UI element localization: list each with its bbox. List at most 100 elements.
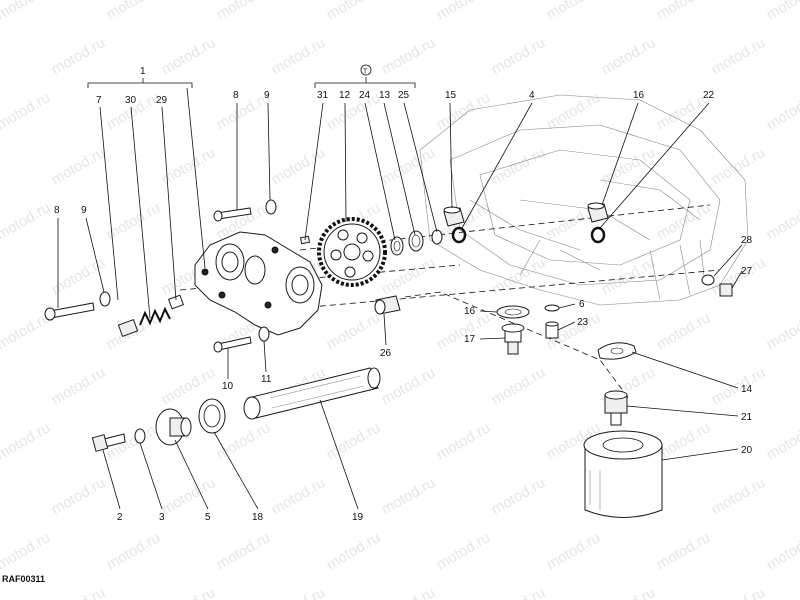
nipple-21 xyxy=(604,390,628,426)
watermark-text: motod.ru xyxy=(214,0,274,23)
relief-spring xyxy=(139,306,171,326)
watermark-text: motod.ru xyxy=(764,0,800,23)
bolt-8-upper xyxy=(213,207,252,222)
watermark-text: motod.ru xyxy=(709,254,769,298)
callout-2: 2 xyxy=(117,512,123,523)
bolt-8-left xyxy=(44,302,95,321)
watermark-text: motod.ru xyxy=(489,364,549,408)
relief-plug xyxy=(117,318,139,338)
washer-9-upper xyxy=(265,199,277,215)
watermark-text: motod.ru xyxy=(324,0,384,23)
watermark-text: motod.ru xyxy=(709,474,769,518)
callout-29: 29 xyxy=(156,95,168,106)
callout-24: 24 xyxy=(359,90,371,101)
callout-27: 27 xyxy=(741,266,753,277)
callout-16: 16 xyxy=(464,306,476,317)
watermark-text: motod.ru xyxy=(0,419,53,463)
engine-block-outline xyxy=(419,94,749,306)
o-ring-22 xyxy=(590,226,606,244)
callout-15-left: 15 xyxy=(445,90,457,101)
screw-27 xyxy=(719,283,733,297)
watermark-text: motod.ru xyxy=(49,474,109,518)
watermark-text: motod.ru xyxy=(379,364,439,408)
callout-3: 3 xyxy=(159,512,165,523)
watermark-text: motod.ru xyxy=(709,34,769,78)
watermark-text: motod.ru xyxy=(434,0,494,23)
watermark-text: motod.ru xyxy=(324,529,384,573)
relief-piston xyxy=(168,294,184,310)
callout-8-top: 8 xyxy=(233,90,239,101)
callout-13: 13 xyxy=(379,90,391,101)
watermark-text: motod.ru xyxy=(324,89,384,133)
screw-23 xyxy=(545,321,559,339)
watermark-text: motod.ru xyxy=(379,34,439,78)
callout-14: 14 xyxy=(741,384,753,395)
oil-pump-body xyxy=(194,231,323,336)
callout-6: 6 xyxy=(579,299,585,310)
callout-10: 10 xyxy=(222,381,234,392)
watermark-text: motod.ru xyxy=(434,529,494,573)
watermark-text: motod.ru xyxy=(764,199,800,243)
watermark-text: motod.ru xyxy=(544,529,604,573)
callout-17: 17 xyxy=(464,334,476,345)
drain-screw xyxy=(91,433,126,452)
drawing-code: RAF00311 xyxy=(2,574,45,584)
watermark-text: motod.ru xyxy=(0,0,53,23)
watermark-text: motod.ru xyxy=(324,419,384,463)
circlip-25 xyxy=(431,229,443,245)
bushing-15-right xyxy=(587,202,609,223)
circlip-24 xyxy=(390,236,404,256)
watermark-text: motod.ru xyxy=(49,144,109,188)
watermark-text: motod.ru xyxy=(379,254,439,298)
watermark-text: motod.ru xyxy=(159,584,219,600)
callout-15-right: 16 xyxy=(633,90,645,101)
callout-30: 30 xyxy=(125,95,137,106)
group-bracket-t xyxy=(314,77,416,88)
leader-lines xyxy=(57,87,743,510)
callout-8-left: 8 xyxy=(54,205,60,216)
watermark-text: motod.ru xyxy=(379,144,439,188)
washer-6 xyxy=(544,304,560,312)
watermark-text: motod.ru xyxy=(49,584,109,600)
watermark-text: motod.ru xyxy=(159,34,219,78)
callout-5: 5 xyxy=(205,512,211,523)
callout-21: 21 xyxy=(741,412,753,423)
callout-7: 7 xyxy=(96,95,102,106)
group-symbol-circle xyxy=(360,64,372,76)
bushing-26 xyxy=(374,295,401,315)
o-ring-4 xyxy=(451,226,467,244)
callout-26: 26 xyxy=(380,348,392,359)
watermark-text: motod.ru xyxy=(709,364,769,408)
watermark-text: motod.ru xyxy=(49,254,109,298)
washer-3 xyxy=(134,428,146,444)
watermark-text: motod.ru xyxy=(599,144,659,188)
washer-16-hole xyxy=(504,308,522,316)
bushing-15-left xyxy=(443,206,465,227)
watermark-text: motod.ru xyxy=(489,144,549,188)
watermark-text: motod.ru xyxy=(214,529,274,573)
watermark-text: motod.ru xyxy=(434,89,494,133)
oil-filter xyxy=(583,430,663,518)
watermark-text: motod.ru xyxy=(654,199,714,243)
callout-31: 31 xyxy=(317,90,329,101)
watermark-text: motod.ru xyxy=(104,529,164,573)
watermark-text: motod.ru xyxy=(0,89,53,133)
washer-28 xyxy=(701,274,715,286)
watermark-text: motod.ru xyxy=(269,584,329,600)
watermark-text: motod.ru xyxy=(324,309,384,353)
watermark-text: motod.ru xyxy=(764,309,800,353)
callout-22: 22 xyxy=(703,90,715,101)
callout-28: 28 xyxy=(741,235,753,246)
callout-20: 20 xyxy=(741,445,753,456)
watermark-text: motod.ru xyxy=(104,0,164,23)
callout-9-top: 9 xyxy=(264,90,270,101)
watermark-text: motod.ru xyxy=(489,254,549,298)
watermark-text: motod.ru xyxy=(489,584,549,600)
watermark-text: motod.ru xyxy=(49,364,109,408)
watermark-text: motod.ru xyxy=(654,0,714,23)
filter-cover xyxy=(155,408,192,446)
watermark-text: motod.ru xyxy=(0,199,53,243)
callout-4: 4 xyxy=(529,90,535,101)
washer-11 xyxy=(258,326,270,342)
watermark-text: motod.ru xyxy=(709,584,769,600)
